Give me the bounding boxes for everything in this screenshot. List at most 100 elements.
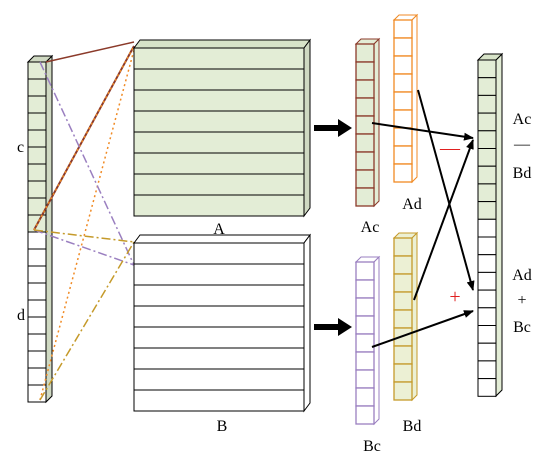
matrix-A-row <box>133 47 305 70</box>
vector-Ac-cell <box>355 151 375 171</box>
output-vector-cell <box>477 183 497 203</box>
matrix-B-row <box>133 242 305 265</box>
matrix-B-row <box>133 389 305 412</box>
output-vector-cell <box>477 378 497 397</box>
line-c-top-to-A <box>45 41 135 63</box>
vector-Ac-cell <box>355 61 375 81</box>
vector-Bd-side-face <box>411 231 418 402</box>
output-vector-cell <box>477 360 497 380</box>
output-vector-cell <box>477 236 497 256</box>
vector-Bc-cell <box>355 279 375 299</box>
label-A: A <box>213 221 225 238</box>
input-vector-cell <box>27 95 47 114</box>
input-vector-cells <box>27 61 47 403</box>
matrix-B-row <box>133 263 305 286</box>
line-d-bottom-to-A <box>39 49 135 401</box>
matrix-B <box>133 233 311 413</box>
vector-Bd-cell <box>393 309 413 329</box>
input-vector-cell <box>27 163 47 182</box>
matrix-B-row <box>133 347 305 370</box>
vector-Ac-cell <box>355 79 375 99</box>
vector-Ac <box>354 37 381 208</box>
vector-Ad-cell <box>393 127 413 147</box>
arrow-Ad-to-output <box>417 89 475 291</box>
vector-Bc-cell <box>355 351 375 371</box>
vector-Bd-cell <box>393 255 413 275</box>
output-vector-cell <box>477 112 497 132</box>
label-Ac: Ac <box>361 219 380 236</box>
matrix-A-row <box>133 131 305 154</box>
plus-sign: + <box>449 286 460 308</box>
matrix-A-row <box>133 173 305 196</box>
line-c-bottom-to-B <box>33 229 135 266</box>
output-vector-cell <box>477 307 497 326</box>
input-vector-cell <box>27 265 47 284</box>
output-vector-cell <box>477 254 497 273</box>
vector-Bd-cell <box>393 237 413 257</box>
input-vector-cell <box>27 180 47 199</box>
matrix-B-row <box>133 326 305 349</box>
output-vector-cell <box>477 77 497 96</box>
vector-Bc-cell <box>355 261 375 281</box>
output-label-Bd: Bd <box>513 165 532 182</box>
vector-Ad-cell <box>393 73 413 93</box>
arrow-Bc-to-output <box>371 310 474 348</box>
vector-Bd <box>392 231 419 402</box>
minus-sign: — <box>439 137 461 159</box>
vector-Ad-cell <box>393 19 413 39</box>
output-vector-cell <box>477 130 497 150</box>
vector-Bc-cell <box>355 315 375 335</box>
output-label-minus: — <box>513 136 531 153</box>
output-vector-cell <box>477 271 497 291</box>
vector-Bd-cell <box>393 381 413 401</box>
vector-Bd-cell <box>393 345 413 365</box>
output-vector-cell <box>477 342 497 362</box>
input-vector-cell <box>27 367 47 386</box>
matrix-A-row <box>133 89 305 112</box>
vector-Ac-cell <box>355 115 375 135</box>
label-Ad: Ad <box>402 196 422 213</box>
input-vector-cell <box>27 282 47 301</box>
output-label-Ac: Ac <box>513 111 532 128</box>
input-vector-cell <box>27 350 47 369</box>
input-vector-cell <box>27 112 47 131</box>
vector-Ac-cell <box>355 133 375 153</box>
output-vector-cell <box>477 165 497 185</box>
connection-lines <box>33 41 135 401</box>
input-vector-cell <box>27 333 47 352</box>
output-vector-cells <box>477 59 497 397</box>
arrow-Ac-to-output <box>371 122 474 141</box>
input-vector-cell <box>27 231 47 250</box>
input-vector-cell <box>27 78 47 97</box>
vector-Ac-cell <box>355 97 375 117</box>
output-label-Ad: Ad <box>512 267 532 284</box>
input-vector-cell <box>27 61 47 80</box>
vector-Ad <box>392 13 419 184</box>
matrix-B-row <box>133 284 305 307</box>
output-label-Bc: Bc <box>513 319 531 336</box>
vector-Ad-cell <box>393 37 413 57</box>
line-c-top-to-B <box>39 61 135 266</box>
output-vector-cell <box>477 218 497 238</box>
matrix-A <box>133 38 311 218</box>
vector-Ad-cell <box>393 145 413 165</box>
matrix-B-row <box>133 305 305 328</box>
label-Bc: Bc <box>363 438 381 455</box>
output-vector-cell <box>477 325 497 344</box>
combination-arrows <box>371 89 475 348</box>
arrow-Bd-to-output <box>413 139 474 301</box>
vector-Bc-cell <box>355 297 375 317</box>
vector-Bd-cell <box>393 291 413 311</box>
vector-Bc-cell <box>355 405 375 425</box>
matrix-A-row <box>133 110 305 133</box>
matrix-A-row <box>133 68 305 91</box>
vector-Bc-cell <box>355 369 375 389</box>
output-vector-cell <box>477 148 497 167</box>
vector-Ad-cell <box>393 109 413 129</box>
vector-Ad-side-face <box>411 13 418 184</box>
vector-Bd-cell <box>393 363 413 383</box>
input-vector-cell <box>27 316 47 335</box>
big-arrows <box>314 119 352 336</box>
line-c-bottom-to-A <box>33 45 135 231</box>
